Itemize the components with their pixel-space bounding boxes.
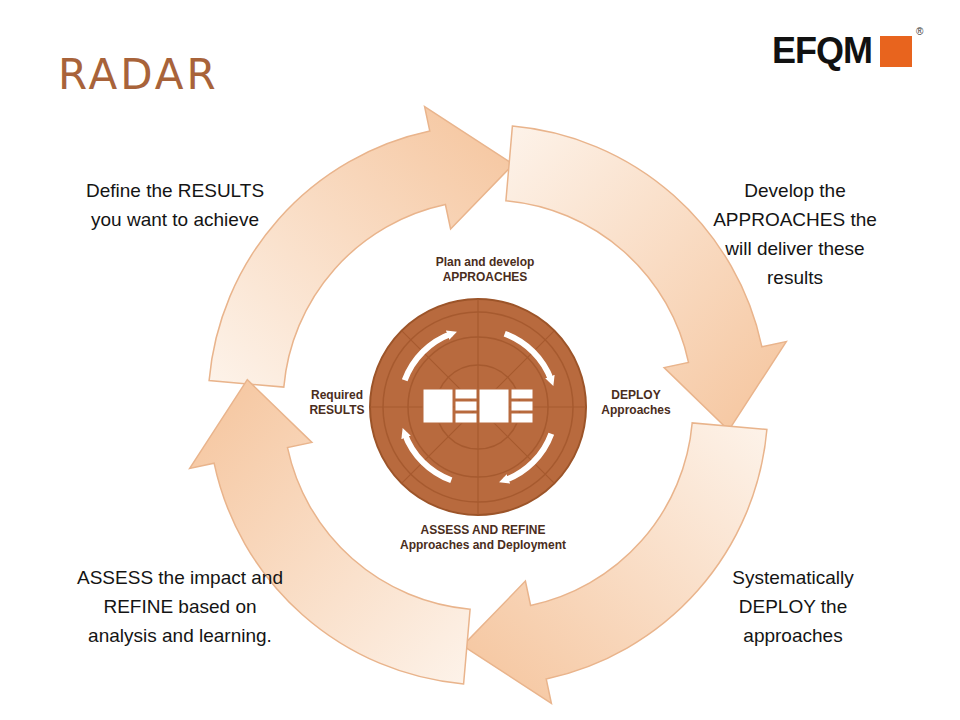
disc-arrow — [505, 334, 552, 381]
disc-arrow — [405, 434, 452, 481]
step-text: Develop the APPROACHES the will deliver … — [705, 176, 885, 292]
radar-disc — [370, 299, 586, 515]
model-block — [423, 389, 533, 423]
disc-label: Required RESULTS — [302, 388, 372, 418]
disc-label: ASSESS AND REFINE Approaches and Deploym… — [393, 523, 573, 553]
disc-spokes — [370, 299, 586, 515]
logo-text: EFQM — [772, 30, 872, 72]
disc-arrow — [505, 434, 552, 481]
cycle-arrows — [190, 107, 787, 704]
step-text: Systematically DEPLOY the approaches — [713, 563, 873, 650]
disc-label: DEPLOY Approaches — [594, 388, 678, 418]
step-text: ASSESS the impact and REFINE based on an… — [75, 563, 285, 650]
model-box — [423, 389, 453, 423]
model-box — [511, 401, 533, 411]
registered-mark: ® — [916, 26, 923, 37]
step-text: Define the RESULTS you want to achieve — [70, 176, 280, 234]
model-box — [455, 413, 477, 423]
logo-square — [880, 36, 912, 67]
disc-label: Plan and develop APPROACHES — [425, 255, 545, 285]
model-box — [511, 389, 533, 399]
model-box — [455, 401, 477, 411]
model-box — [479, 389, 509, 423]
disc-arrow — [405, 334, 452, 381]
disc — [370, 299, 586, 515]
model-box — [455, 389, 477, 399]
diagram-title: RADAR — [58, 50, 219, 99]
model-box — [511, 413, 533, 423]
